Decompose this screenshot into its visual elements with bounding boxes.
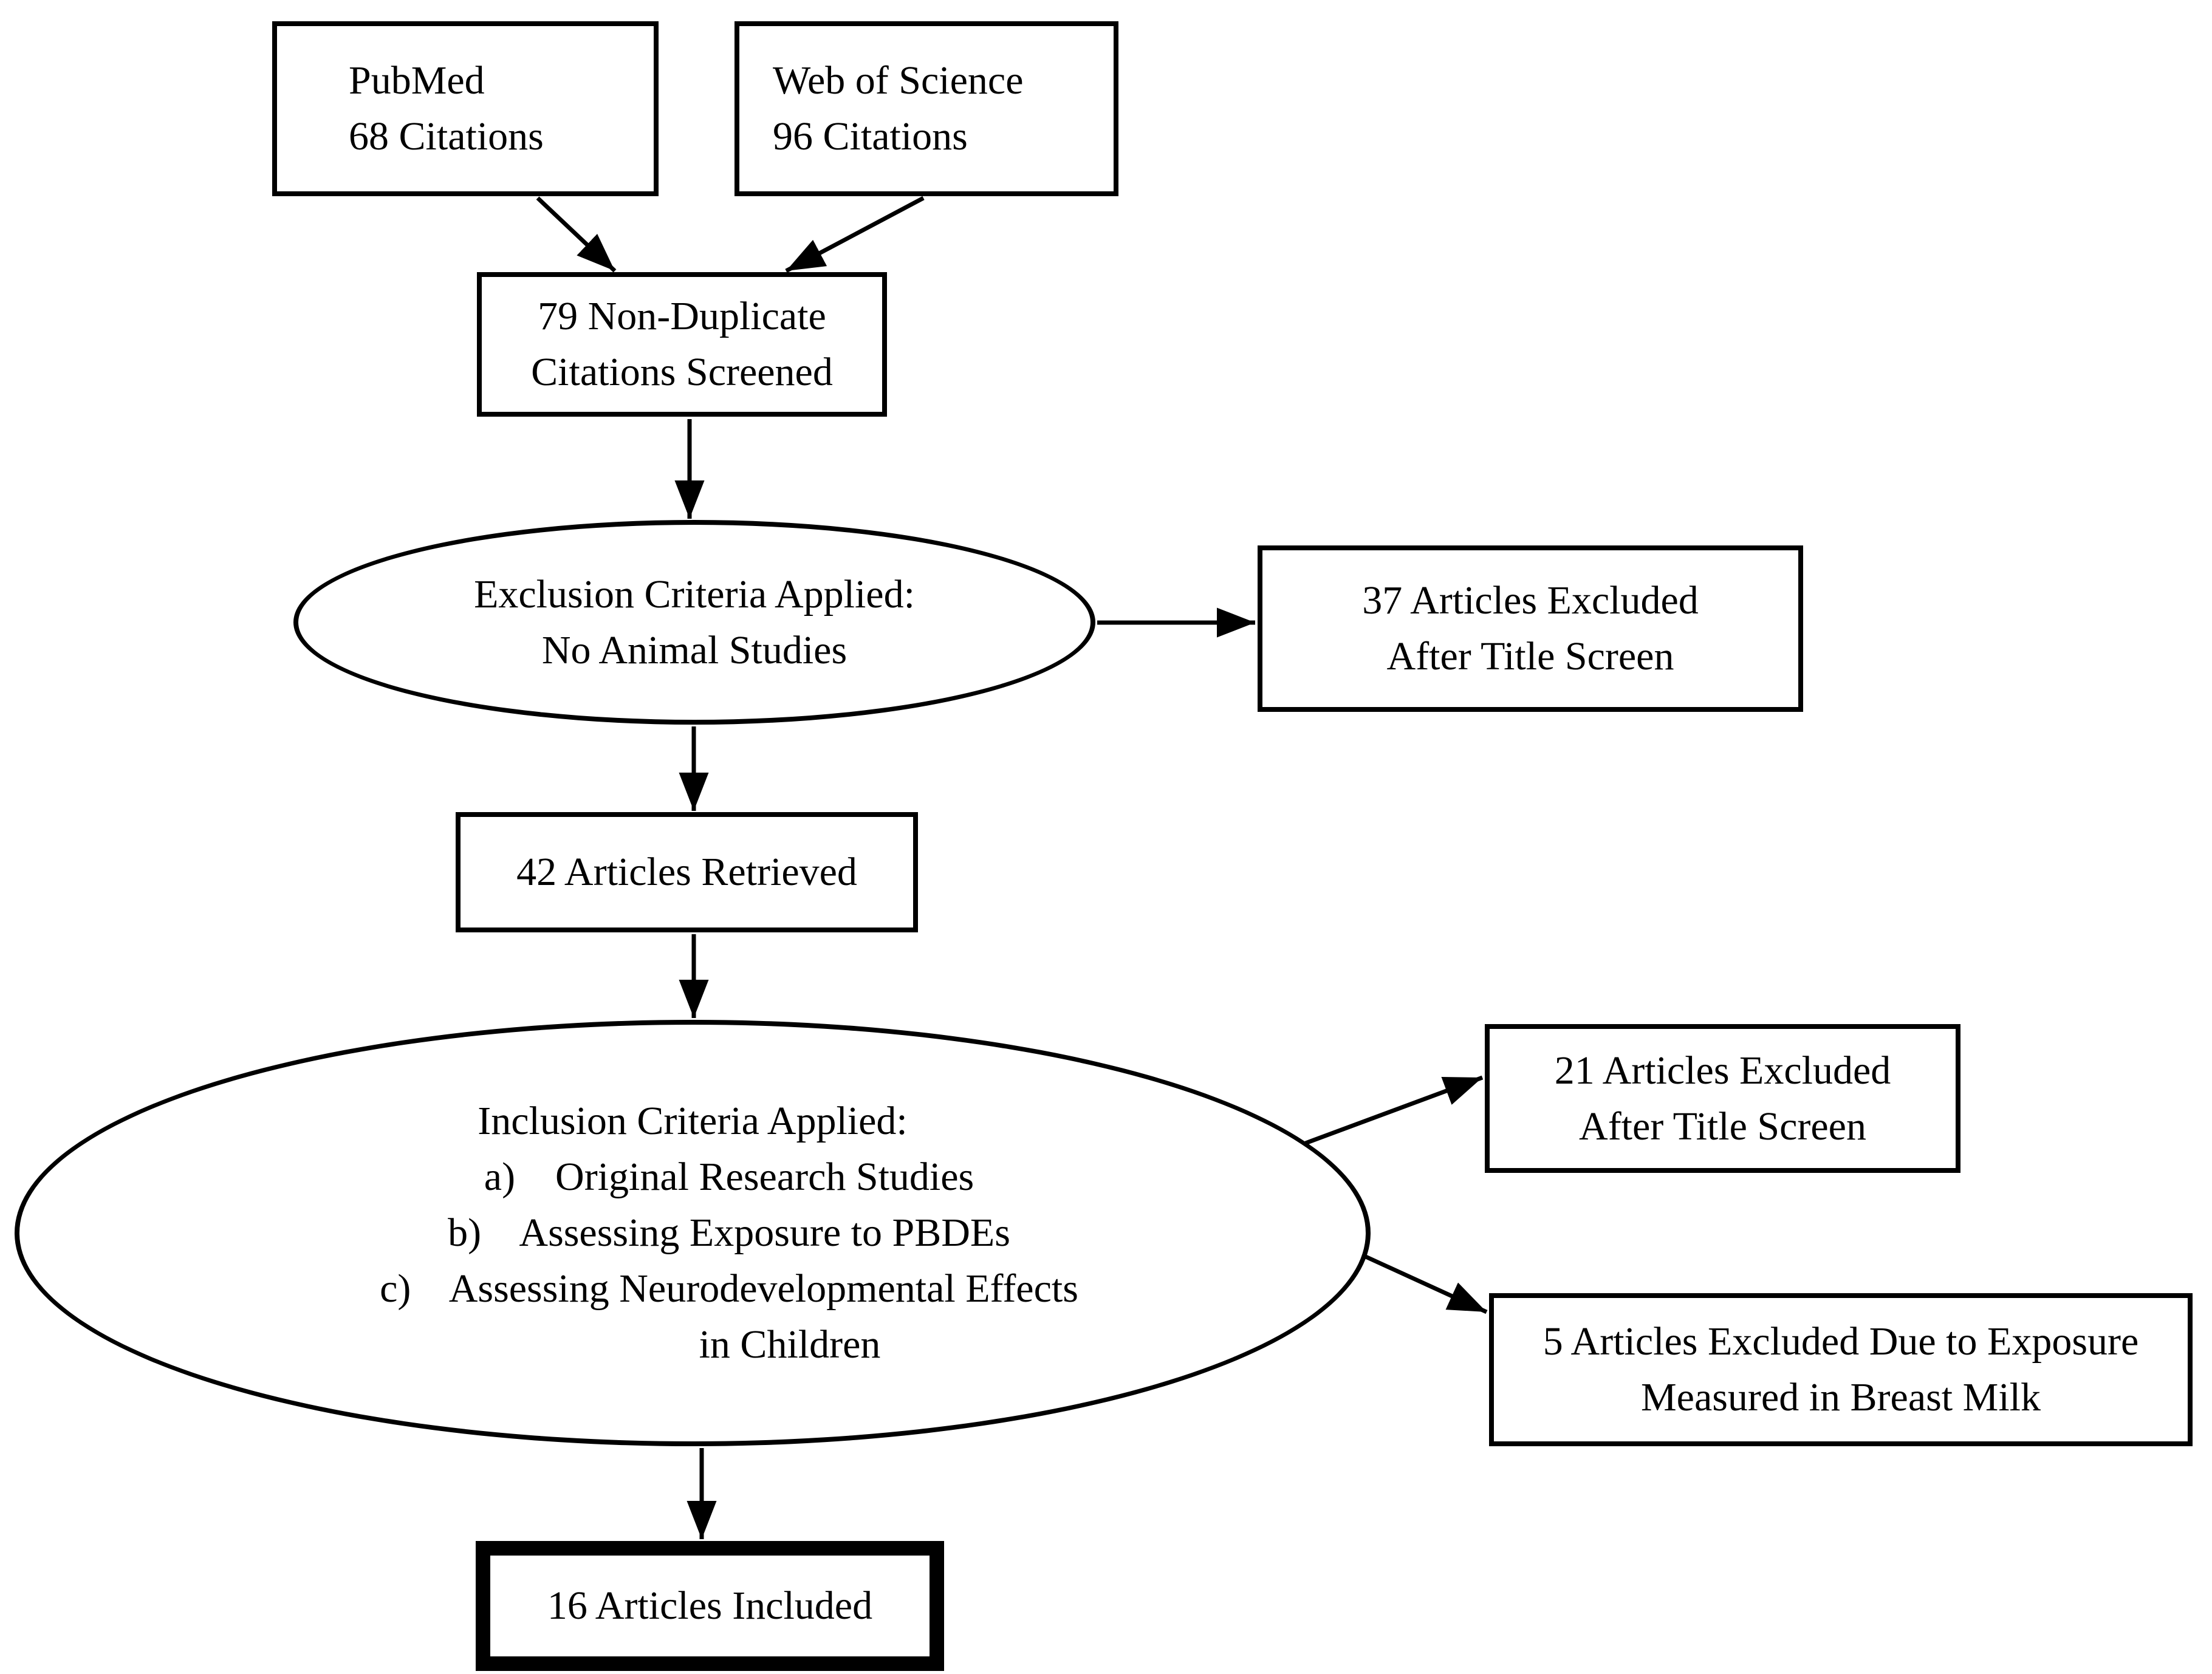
node-excl5-line2: Measured in Breast Milk: [1640, 1375, 2041, 1419]
node-excl21-line1: 21 Articles Excluded: [1554, 1048, 1891, 1093]
arrow-pubmed-to-nondup: [536, 196, 617, 273]
node-wos-line1: Web of Science: [773, 58, 1024, 103]
node-excl37-line1: 37 Articles Excluded: [1362, 578, 1699, 623]
node-pubmed-line2: 68 Citations: [349, 114, 544, 159]
node-nondup-line2: Citations Screened: [531, 350, 833, 394]
node-nondup-line1: 79 Non-Duplicate: [538, 294, 826, 338]
node-exclusion-line2: No Animal Studies: [541, 627, 847, 672]
node-inclusion-line4: c) Assessing Neurodevelopmental Effects: [380, 1266, 1078, 1311]
node-42-retrieved: 42 Articles Retrieved: [456, 812, 918, 932]
node-16-included: 16 Articles Included: [476, 1541, 944, 1671]
node-nonduplicate-screened: 79 Non-Duplicate Citations Screened: [477, 272, 887, 417]
node-excl21-line2: After Title Screen: [1579, 1104, 1866, 1149]
node-retr42-line1: 42 Articles Retrieved: [516, 850, 857, 894]
node-37-excluded: 37 Articles Excluded After Title Screen: [1258, 545, 1803, 712]
node-wos-line2: 96 Citations: [773, 114, 968, 159]
node-21-excluded: 21 Articles Excluded After Title Screen: [1485, 1024, 1960, 1173]
node-excl5-line1: 5 Articles Excluded Due to Exposure: [1543, 1319, 2139, 1364]
node-inclusion-line1: Inclusion Criteria Applied:: [478, 1099, 908, 1143]
node-pubmed-source: PubMed 68 Citations: [272, 21, 659, 196]
node-exclusion-line1: Exclusion Criteria Applied:: [474, 572, 915, 617]
node-inclusion-criteria-ellipse: Inclusion Criteria Applied: a) Original …: [15, 1020, 1371, 1446]
arrow-inclusion-to-excluded21: [1304, 1075, 1484, 1146]
arrow-wos-to-nondup: [785, 196, 925, 273]
node-web-of-science-source: Web of Science 96 Citations: [734, 21, 1118, 196]
node-excl37-line2: After Title Screen: [1386, 634, 1674, 678]
node-inclusion-line5: in Children: [699, 1322, 881, 1367]
node-pubmed-line1: PubMed: [349, 58, 485, 103]
arrow-inclusion-to-excluded5: [1357, 1251, 1488, 1314]
node-5-excluded-breast-milk: 5 Articles Excluded Due to Exposure Meas…: [1489, 1293, 2193, 1446]
node-inclusion-line3: b) Assessing Exposure to PBDEs: [448, 1211, 1010, 1255]
node-exclusion-criteria-ellipse: Exclusion Criteria Applied: No Animal St…: [293, 520, 1095, 725]
node-incl16-line1: 16 Articles Included: [547, 1583, 873, 1628]
node-inclusion-line2: a) Original Research Studies: [484, 1155, 974, 1199]
